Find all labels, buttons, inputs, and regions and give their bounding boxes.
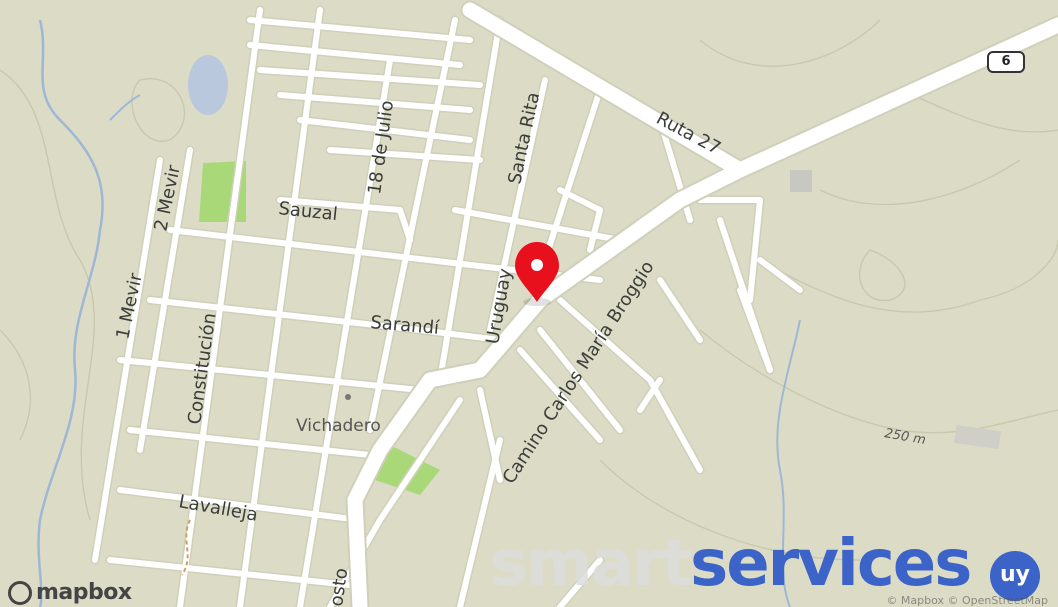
town-dot — [345, 394, 351, 400]
trail — [181, 519, 191, 576]
building — [790, 170, 812, 192]
label-18-de-julio: 18 de Julio — [364, 99, 398, 196]
uy-badge: uy — [990, 551, 1040, 601]
contour-elevation-label: 250 m — [883, 426, 927, 448]
mapbox-icon — [8, 580, 32, 605]
town-label: Vichadero — [296, 416, 381, 436]
label-santa-rita: Santa Rita — [504, 90, 544, 186]
label-agosto: osto — [326, 567, 352, 607]
label-1-mevir: 1 Mevir — [112, 271, 147, 341]
ruta-27-highway — [345, 0, 1058, 607]
map-attribution[interactable]: © Mapbox © OpenStreetMap — [886, 594, 1048, 607]
label-sarandi: Sarandí — [370, 312, 441, 339]
mapbox-logo[interactable]: mapbox — [8, 580, 132, 605]
mapbox-logo-text: mapbox — [36, 580, 132, 605]
route-6-shield: 6 — [987, 51, 1025, 73]
label-camino-broggio: Camino Carlos María Broggio — [499, 257, 659, 488]
location-pin-icon[interactable] — [515, 242, 559, 306]
watermark-services: services — [690, 527, 972, 601]
building — [953, 425, 1002, 450]
contour-lines — [0, 19, 1058, 561]
watermark-smart: smart — [490, 527, 692, 601]
water-features — [37, 19, 801, 607]
smartservices-watermark: smartservices — [490, 532, 972, 596]
